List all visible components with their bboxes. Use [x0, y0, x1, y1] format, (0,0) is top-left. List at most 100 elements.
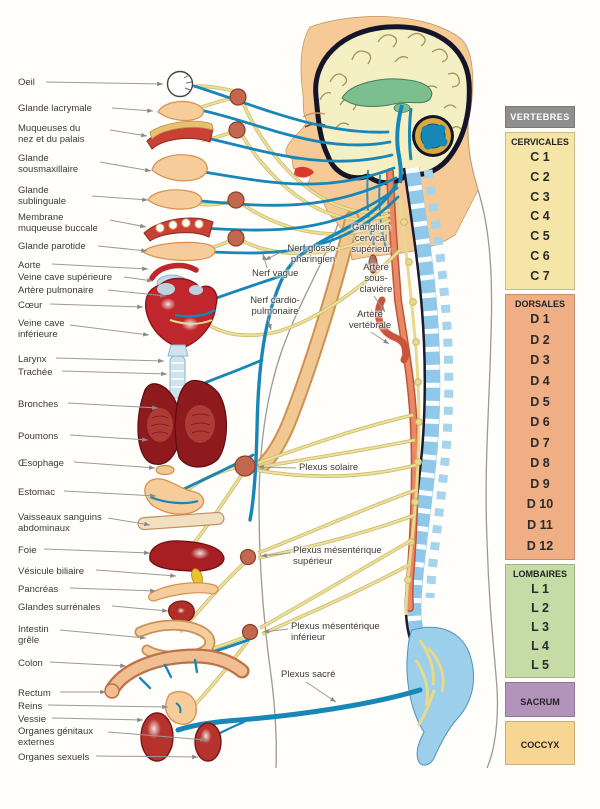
- label-estomac: Estomac: [18, 487, 55, 498]
- ganglion-node: [227, 191, 245, 209]
- label-vesicule-biliaire: Vésicule biliaire: [18, 566, 85, 577]
- superior-mesenteric-node: [239, 548, 257, 566]
- label-vaisseaux-sanguins-abdominaux: Vaisseaux sanguins abdominaux: [18, 512, 102, 534]
- vertebra-label: C 5: [530, 229, 550, 244]
- label-vessie: Vessie: [18, 714, 46, 725]
- cerebellum: [412, 115, 454, 157]
- spinal-column: [375, 166, 475, 766]
- stomach-organ: [144, 478, 205, 515]
- subclavian-artery: [375, 296, 410, 364]
- kidney-organ: [164, 691, 197, 725]
- brainstem: [395, 104, 413, 184]
- label-plexus-mesenterique-superieur: Plexus mésentérique supérieur: [293, 545, 382, 567]
- vertebra-label: D 10: [526, 497, 554, 512]
- vertebra-label: L 5: [531, 657, 549, 672]
- label-coeur: Cœur: [18, 300, 43, 311]
- vertebra-label: D 3: [530, 353, 550, 368]
- label-larynx: Larynx: [18, 354, 47, 365]
- corpus-callosum: [341, 78, 433, 107]
- genital-organ: [194, 722, 222, 762]
- vertebra-label: C 2: [530, 169, 550, 184]
- label-ganglion-cervical-superieur: Ganglion cervical supérieur: [351, 222, 391, 255]
- vertebra-label: C 3: [530, 189, 550, 204]
- legend-section-lombaires: LOMBAIRES L 1 L 2 L 3 L 4 L 5: [505, 564, 575, 678]
- solar-plexus-node: [234, 455, 256, 477]
- ganglion-node: [229, 88, 247, 106]
- label-glande-sublinguale: Glande sublinguale: [18, 185, 67, 207]
- vertebra-label: D 4: [530, 374, 550, 389]
- label-plexus-mesenterique-inferieur: Plexus mésentérique inférieur: [291, 621, 380, 643]
- label-artere-vertebrale: Artère vertébrale: [348, 309, 392, 331]
- label-organes-sexuels: Organes sexuels: [18, 752, 90, 763]
- leader-lines: [43, 81, 390, 760]
- label-veine-cave-inferieure: Veine cave inférieure: [18, 318, 65, 340]
- nasal-mucosa-organ: [146, 120, 214, 150]
- section-title: COCCYX: [520, 740, 560, 750]
- pancreas-organ: [148, 582, 219, 602]
- submaxillary-gland-organ: [151, 154, 208, 182]
- vertebra-label: D 12: [526, 538, 554, 553]
- buccal-membrane-organ: [143, 217, 214, 242]
- vertebra-label: D 8: [530, 456, 550, 471]
- section-title: CERVICALES: [511, 137, 569, 147]
- esophagus-band: [256, 210, 360, 472]
- legend-section-coccyx: COCCYX: [505, 721, 575, 765]
- label-bronches: Bronches: [18, 399, 59, 410]
- label-artere-sous-claviere: Artère sous- clavière: [359, 262, 393, 295]
- vertebra-label: L 2: [531, 600, 549, 615]
- vertebra-label: L 3: [531, 619, 549, 634]
- liver-organ: [149, 540, 225, 572]
- label-trachee: Trachée: [18, 367, 53, 378]
- sublingual-gland-organ: [147, 189, 203, 210]
- label-rectum: Rectum: [18, 688, 51, 699]
- ganglion-node: [228, 121, 246, 139]
- label-muqueuses-nez-palais: Muqueuses du nez et du palais: [18, 123, 85, 145]
- vertebra-label: L 4: [531, 638, 549, 653]
- label-aorte: Aorte: [18, 260, 41, 271]
- rectum-organ: [104, 683, 120, 699]
- vertebra-label: D 9: [530, 476, 550, 491]
- vertebrae-legend-header: VERTEBRES: [505, 106, 575, 128]
- eyebrow: [302, 112, 326, 118]
- eye-organ: [166, 70, 194, 98]
- label-artere-pulmonaire: Artère pulmonaire: [18, 285, 94, 296]
- vertebra-label: C 4: [530, 209, 550, 224]
- adrenal-gland-organ: [168, 600, 195, 623]
- label-glande-parotide: Glande parotide: [18, 241, 86, 252]
- section-title: DORSALES: [514, 299, 565, 309]
- label-poumons: Poumons: [18, 431, 59, 442]
- sympathetic-chain: [398, 199, 423, 616]
- label-oesophage: Œsophage: [18, 458, 64, 469]
- legend-section-sacrum: SACRUM: [505, 682, 575, 717]
- heart-organ: [144, 277, 218, 349]
- label-oeil: Oeil: [18, 77, 35, 88]
- ganglia: [227, 88, 378, 641]
- vertebra-label: C 7: [530, 268, 550, 283]
- vertebra-label: D 2: [530, 332, 550, 347]
- larynx-trachea-organ: [167, 344, 189, 399]
- parotid-gland-organ: [142, 241, 216, 261]
- vertebra-label: C 1: [530, 149, 550, 164]
- label-reins: Reins: [18, 701, 43, 712]
- label-nerf-vague: Nerf vague: [252, 268, 299, 279]
- label-pancreas: Pancréas: [18, 584, 59, 595]
- vertebra-label: L 1: [531, 581, 549, 596]
- section-title: LOMBAIRES: [513, 569, 567, 579]
- label-glandes-surrenales: Glandes surrénales: [18, 602, 101, 613]
- abdominal-vessels-organ: [137, 511, 225, 531]
- label-veine-cave-superieure: Veine cave supérieure: [18, 272, 113, 283]
- colon-organ: [104, 648, 250, 699]
- inferior-mesenteric-node: [241, 623, 259, 641]
- lips: [294, 166, 314, 178]
- ganglion-node: [227, 229, 245, 247]
- section-title: SACRUM: [520, 696, 560, 707]
- label-plexus-sacre: Plexus sacré: [281, 669, 336, 680]
- label-nerf-glosso-pharingien: Nerf glosso- pharingien: [287, 243, 339, 265]
- label-intestin-grele: Intestin grêle: [18, 624, 49, 646]
- vertebra-label: D 5: [530, 394, 550, 409]
